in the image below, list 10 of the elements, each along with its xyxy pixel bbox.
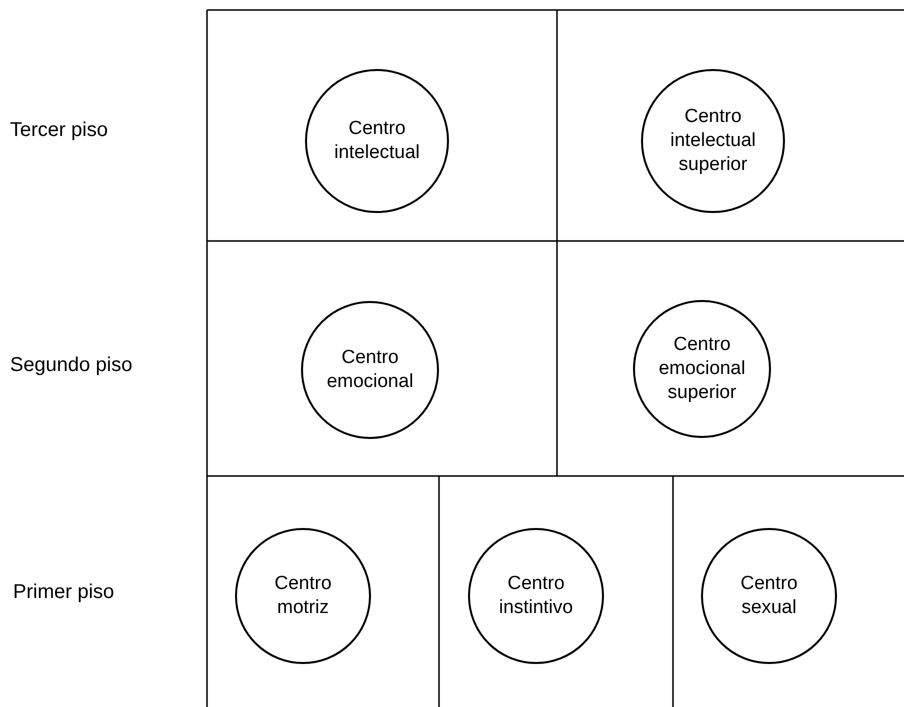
node-text: Centro motriz (273, 572, 333, 620)
node-text: Centro intelectual superior (669, 105, 757, 177)
floor-label: Segundo piso (10, 353, 132, 377)
floor-label: Tercer piso (10, 118, 108, 142)
node-text: Centro intelectual (333, 117, 421, 165)
node-text: Centro instintivo (498, 572, 574, 620)
floor-label: Primer piso (13, 580, 114, 604)
node-text: Centro emocional superior (658, 333, 746, 405)
node-text: Centro emocional (326, 346, 414, 394)
node-text: Centro sexual (739, 572, 799, 620)
